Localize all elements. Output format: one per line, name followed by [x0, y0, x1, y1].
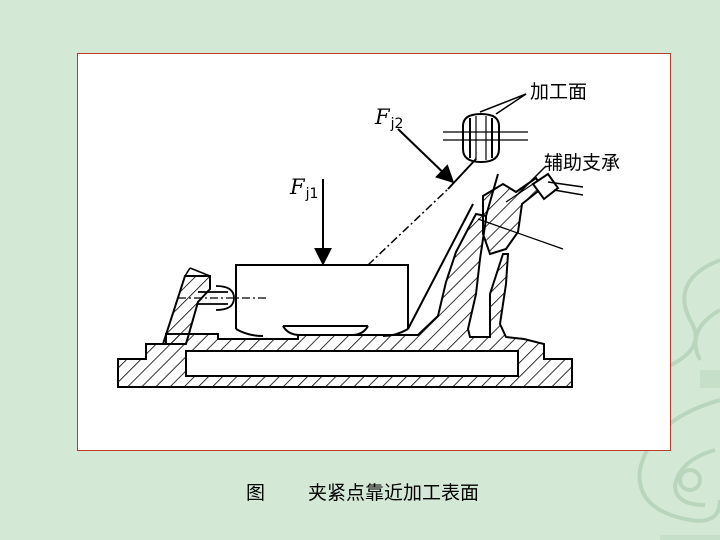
- caption-text: 夹紧点靠近加工表面: [308, 482, 480, 504]
- auxiliary-support: [477, 172, 584, 256]
- label-force-j2: Fj2: [374, 105, 403, 132]
- aux-support-leader: [517, 165, 547, 195]
- workpiece: [235, 264, 409, 337]
- inclined-arm: [367, 158, 499, 330]
- machined-boss: [443, 112, 528, 164]
- label-force-j1: Fj1: [289, 175, 318, 202]
- label-machined-surface: 加工面: [530, 81, 587, 103]
- force-j2-symbol: F: [374, 105, 391, 129]
- label-aux-support: 辅助支承: [544, 152, 620, 174]
- force-j1-subscript: j1: [305, 186, 319, 202]
- caption-label: 图: [246, 482, 266, 504]
- fixture-diagram: 加工面 辅助支承 Fj2 Fj1: [117, 81, 620, 388]
- force-j1-symbol: F: [289, 175, 306, 199]
- force-j2-subscript: j2: [390, 116, 404, 132]
- machined-surface-leader: [479, 93, 527, 115]
- figure-frame: 加工面 辅助支承 Fj2 Fj1: [77, 53, 671, 451]
- left-clamp-screw: [178, 285, 268, 311]
- force-j2-arrow: [397, 128, 455, 184]
